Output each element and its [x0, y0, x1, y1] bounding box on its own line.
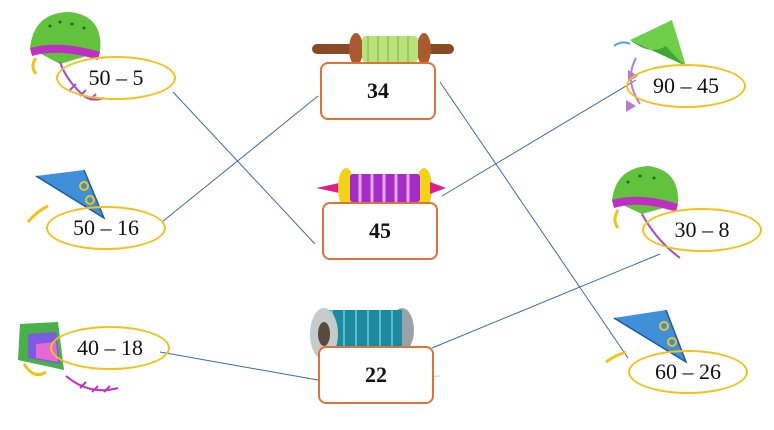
spool-number-box[interactable]: 22	[318, 346, 434, 404]
line-34-to-60-26	[439, 81, 629, 359]
expression-oval[interactable]: 60 – 26	[628, 350, 748, 394]
connection-lines	[159, 79, 661, 381]
line-50-16-to-34	[161, 95, 319, 223]
thread-spool-icon	[312, 33, 454, 65]
spool-number-box[interactable]: 45	[322, 202, 438, 260]
spool-number-box[interactable]: 34	[320, 62, 436, 120]
thread-spool-icon	[316, 168, 446, 208]
expression-oval[interactable]: 50 – 16	[46, 206, 166, 250]
expression-oval[interactable]: 90 – 45	[626, 64, 746, 108]
line-45-to-90-45	[441, 79, 637, 197]
expression-oval[interactable]: 40 – 18	[50, 326, 170, 370]
kite-icon	[26, 169, 106, 223]
expression-oval[interactable]: 30 – 8	[642, 208, 762, 252]
line-40-18-to-22	[159, 351, 319, 381]
line-22-to-30-8	[431, 253, 661, 349]
line-50-5-to-45	[172, 91, 316, 245]
expression-oval[interactable]: 50 – 5	[56, 56, 176, 100]
